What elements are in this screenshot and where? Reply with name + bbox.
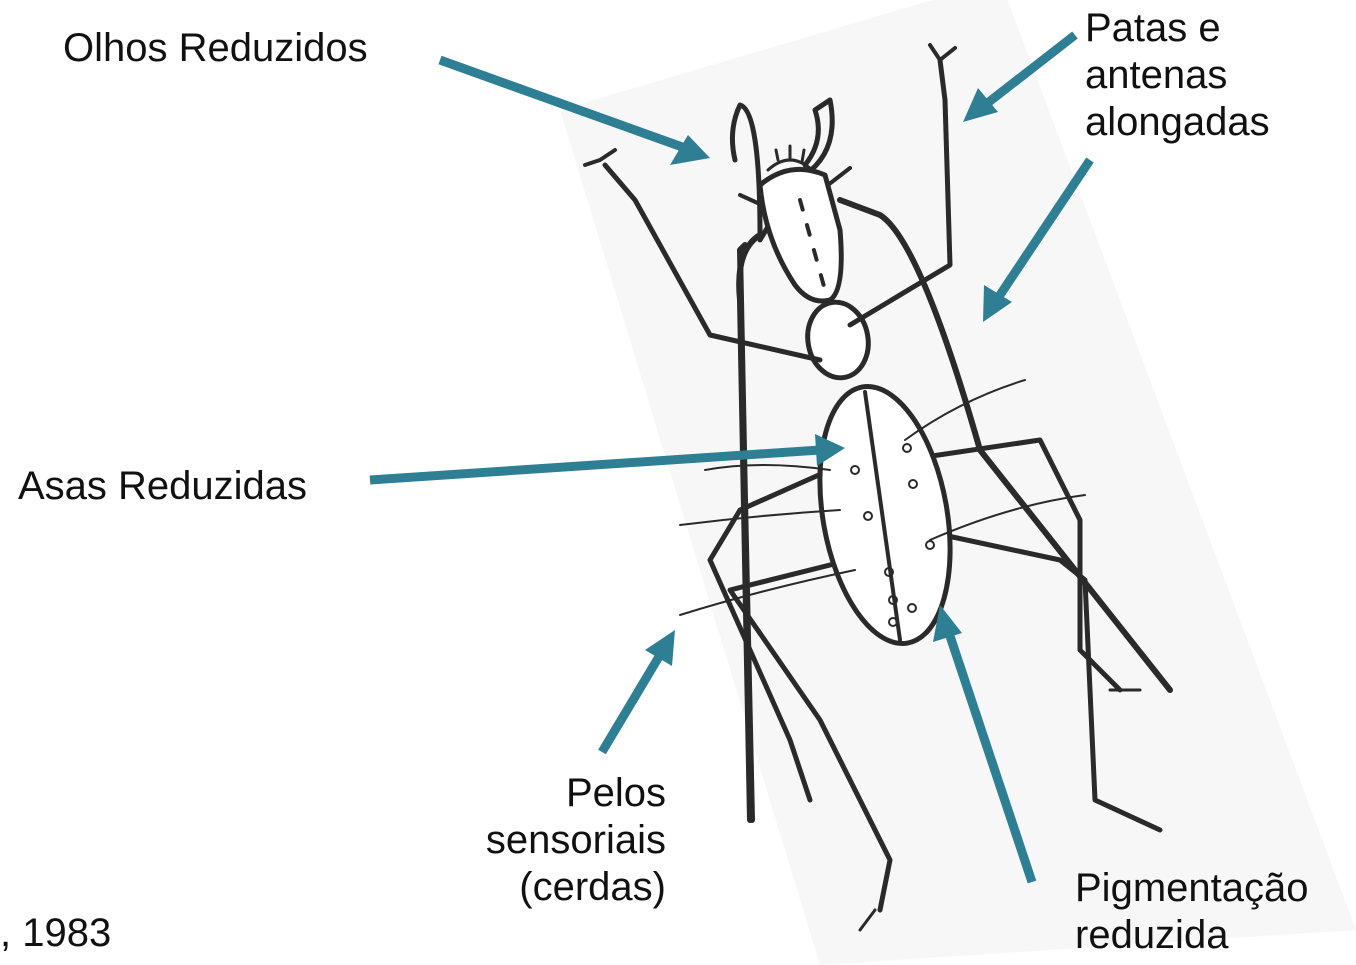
label-pigment-line-1: Pigmentação: [1075, 865, 1308, 912]
label-eyes: Olhos Reduzidos: [63, 25, 368, 72]
label-hairs: Pelos sensoriais (cerdas): [440, 770, 666, 911]
arrow-hairs: [602, 655, 660, 752]
label-legs-line-1: Patas e: [1085, 5, 1270, 52]
label-wings-text: Asas Reduzidas: [18, 463, 307, 510]
citation-text: , 1983: [0, 910, 111, 957]
label-hairs-line-1: Pelos: [440, 770, 666, 817]
citation: , 1983: [0, 910, 111, 957]
label-legs-line-3: alongadas: [1085, 99, 1270, 146]
label-hairs-line-3: (cerdas): [440, 864, 666, 911]
label-pigment-line-2: reduzida: [1075, 912, 1308, 959]
label-legs-antennae: Patas e antenas alongadas: [1085, 5, 1270, 146]
label-eyes-text: Olhos Reduzidos: [63, 25, 368, 72]
label-pigment: Pigmentação reduzida: [1075, 865, 1308, 959]
label-legs-line-2: antenas: [1085, 52, 1270, 99]
label-hairs-line-2: sensoriais: [440, 817, 666, 864]
label-wings: Asas Reduzidas: [18, 463, 307, 510]
